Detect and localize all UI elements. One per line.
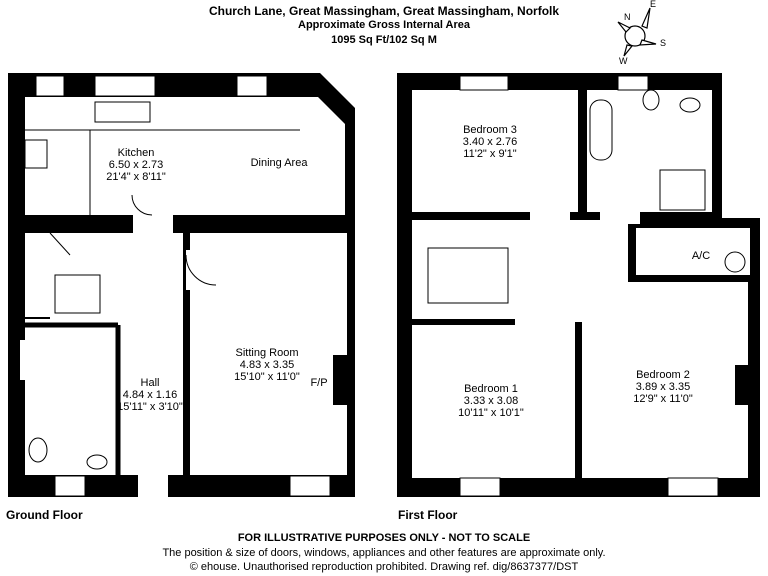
copyright: © ehouse. Unauthorised reproduction proh… <box>189 561 579 573</box>
approximation-note: The position & size of doors, windows, a… <box>162 547 606 559</box>
compass-icon <box>617 7 657 57</box>
ground-floor-label: Ground Floor <box>6 508 83 522</box>
compass-n: N <box>624 12 631 22</box>
ground-floor-walls <box>8 73 355 499</box>
area-title: Approximate Gross Internal Area <box>298 19 470 31</box>
first-floor-walls <box>397 73 760 497</box>
first-floor-label: First Floor <box>398 508 458 522</box>
area-value: 1095 Sq Ft/102 Sq M <box>331 34 437 46</box>
bedroom-2 <box>582 282 748 478</box>
disclaimer: FOR ILLUSTRATIVE PURPOSES ONLY - NOT TO … <box>237 532 531 544</box>
compass-e: E <box>650 0 657 9</box>
address-title: Church Lane, Great Massingham, Great Mas… <box>208 4 560 18</box>
bedroom-1 <box>412 325 575 478</box>
fireplace-label: F/P <box>310 377 328 389</box>
ac-label: A/C <box>691 250 711 262</box>
dining-area-label: Dining Area <box>250 157 308 169</box>
compass-w: W <box>619 56 628 66</box>
kitchen-room <box>25 97 345 215</box>
bedroom-3 <box>412 90 578 212</box>
sitting-room <box>190 233 347 475</box>
hall-area <box>25 233 183 475</box>
compass-s: S <box>660 38 667 48</box>
